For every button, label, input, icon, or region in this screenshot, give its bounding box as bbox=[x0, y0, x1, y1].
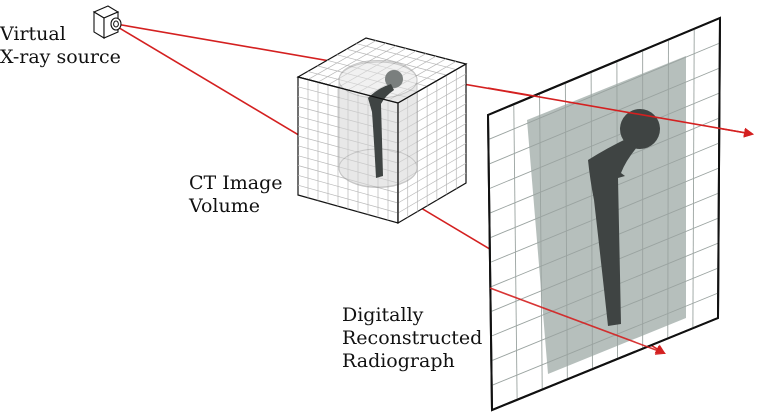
label-line: Digitally bbox=[342, 304, 424, 326]
grid-line bbox=[397, 152, 467, 194]
camera-icon bbox=[92, 5, 122, 39]
grid-line bbox=[397, 162, 467, 204]
grid-line bbox=[488, 92, 720, 190]
implant-projection bbox=[588, 109, 660, 326]
label-virtual-xray-source: Virtual X-ray source bbox=[0, 23, 121, 69]
ray-upper-front bbox=[487, 87, 754, 138]
hip-implant-icon bbox=[368, 70, 403, 178]
grid-line bbox=[491, 267, 719, 362]
label-line: X-ray source bbox=[0, 46, 121, 68]
grid-line bbox=[297, 174, 399, 204]
label-line: Reconstructed bbox=[342, 327, 483, 349]
detector-panel bbox=[486, 16, 722, 412]
ray-lower-front bbox=[489, 287, 666, 355]
grid-line bbox=[297, 184, 399, 214]
grid-line bbox=[397, 172, 467, 214]
label-drr: Digitally Reconstructed Radiograph bbox=[342, 304, 482, 373]
label-line: CT Image bbox=[189, 172, 283, 194]
label-line: Virtual bbox=[0, 23, 66, 45]
detector-grid bbox=[488, 28, 721, 400]
grid-line bbox=[307, 40, 377, 80]
label-ct-image-volume: CT Image Volume bbox=[189, 172, 283, 218]
label-line: Volume bbox=[189, 195, 260, 217]
label-line: Radiograph bbox=[342, 350, 455, 372]
grid-line bbox=[488, 42, 721, 140]
grid-line bbox=[491, 292, 719, 386]
grid-line bbox=[488, 67, 720, 165]
ct-volume-cube bbox=[296, 37, 468, 225]
grid-line bbox=[317, 42, 387, 83]
